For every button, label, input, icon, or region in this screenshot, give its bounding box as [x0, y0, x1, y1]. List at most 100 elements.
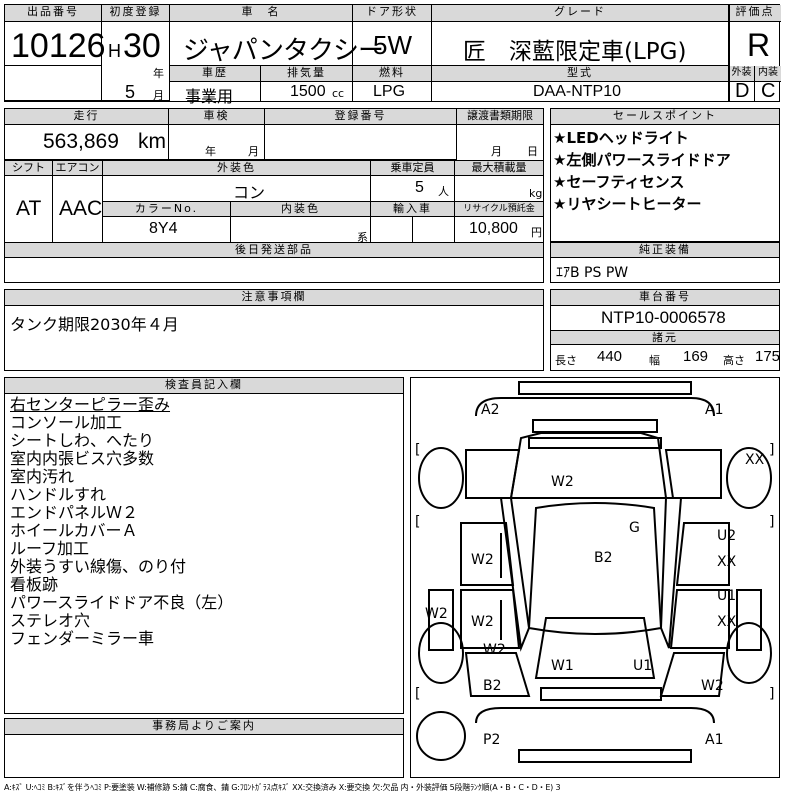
displacement-cell — [261, 82, 353, 101]
transfer-day-unit: 日 — [527, 145, 538, 158]
mark-left-rear-fender: W2 — [483, 642, 506, 658]
door-label: ドア形状 — [353, 5, 432, 22]
mark-right-rear-door-x: XX — [717, 614, 737, 630]
load-unit: kg — [529, 187, 543, 200]
bracket-right-top: ] — [769, 442, 774, 458]
left-front-door-shape — [460, 522, 515, 586]
mark-hood: W2 — [551, 474, 574, 490]
capacity-unit: 人 — [438, 185, 449, 198]
rear-lamp-bar-shape — [540, 687, 662, 701]
recycle: 10,800 — [469, 220, 518, 237]
right-pillar-shape — [659, 497, 683, 649]
exterior-color-cell — [103, 176, 371, 202]
load-cell — [455, 176, 543, 202]
mileage-cell — [5, 125, 169, 160]
exterior-color-label: 外装色 — [103, 161, 371, 176]
height: 175 — [755, 348, 781, 365]
mileage-label: 走行 — [5, 109, 169, 125]
mark-rear-right: A1 — [705, 732, 723, 748]
reg-month: 5 — [125, 82, 136, 102]
door-type: 5W — [373, 30, 412, 60]
shift-cell — [5, 176, 53, 243]
car-name-cell — [170, 22, 353, 66]
bracket-left-mid: [ — [415, 514, 420, 530]
car-name-label: 車 名 — [170, 5, 353, 22]
grade: 匠 深藍限定車(LPG) — [463, 39, 687, 65]
ac-label: エアコン — [53, 161, 103, 176]
front-bumper-shape — [475, 397, 715, 417]
load-label: 最大積載量 — [455, 161, 543, 176]
capacity-label: 乗車定員 — [371, 161, 455, 176]
lot-blank — [5, 66, 102, 101]
year-unit: 年 — [153, 67, 164, 80]
inspector-note: フェンダーミラー車 — [10, 629, 155, 648]
sales-points-section: セールスポイント ★LEDヘッドライト ★左側パワースライドドア ★セーフティセ… — [550, 108, 780, 242]
header-section: 出品番号 10126 初度登録 H 30 年 5 月 車 名 ジャパンタクシー … — [4, 4, 781, 106]
inspector-section: 検査員記入欄 右センターピラー歪み コンソール加工 シートしわ、へたり 室内内張… — [4, 377, 404, 714]
bracket-right-mid: ] — [769, 514, 774, 530]
bracket-right-bottom: ] — [769, 686, 774, 702]
lot-cell — [5, 22, 102, 66]
right-sill-shape — [736, 589, 762, 651]
capacity: 5 — [415, 179, 424, 196]
history: 事業用 — [185, 87, 234, 106]
rear-hatch-shape — [534, 617, 656, 679]
inspection-year-unit: 年 — [205, 145, 216, 158]
office-label: 事務局よりご案内 — [5, 719, 403, 735]
width: 169 — [683, 348, 709, 365]
era-letter: H — [108, 41, 121, 61]
recycle-unit: 円 — [531, 226, 542, 239]
left-rear-door-shape — [460, 589, 521, 649]
mark-right-front-door-x: XX — [717, 554, 737, 570]
recycle-cell — [455, 217, 543, 243]
mark-right-front-fender: XX — [745, 452, 765, 468]
dims-label: 諸元 — [551, 330, 779, 345]
right-rear-door-shape — [669, 589, 730, 649]
notes-label: 注意事項欄 — [5, 290, 543, 306]
ac: AAC — [59, 197, 103, 220]
left-front-wheel-shape — [418, 447, 464, 509]
mark-right-rear-quarter: W2 — [701, 678, 724, 694]
mark-right-front-door-u: U2 — [717, 528, 736, 544]
left-front-fender-shape — [465, 449, 521, 499]
length-label: 長さ — [555, 354, 577, 367]
mark-front-left: A2 — [481, 402, 499, 418]
mileage-unit: km — [138, 130, 166, 153]
first-reg-label: 初度登録 — [102, 5, 170, 22]
vehicle-info-section: 走行 563,869 km 車検 年 月 登録番号 譲渡書類期限 月 日 シフト… — [4, 108, 544, 283]
mark-left-sill: W2 — [425, 606, 448, 622]
lot-label: 出品番号 — [5, 5, 102, 22]
capacity-cell — [371, 176, 455, 202]
displacement-unit: cc — [332, 87, 345, 100]
height-label: 高さ — [723, 354, 745, 367]
sales-point-item: ★左側パワースライドドア — [553, 151, 731, 169]
mileage: 563,869 — [43, 130, 119, 153]
right-front-fender-shape — [664, 449, 722, 499]
mark-right-rear-door-u: U1 — [717, 588, 736, 604]
fuel-cell — [353, 82, 432, 101]
car-name: ジャパンタクシー — [183, 36, 384, 66]
bracket-left-top: [ — [415, 442, 420, 458]
history-cell — [170, 82, 261, 101]
import-label: 輸入車 — [371, 202, 455, 217]
notes-text: タンク期限2030年４月 — [10, 315, 179, 334]
model-cell — [432, 82, 729, 101]
windshield-top-shape — [532, 419, 658, 433]
equipment-section: 純正装備 ｴｱB PS PW — [550, 242, 780, 283]
mark-front-right: A1 — [705, 402, 723, 418]
displacement-label: 排気量 — [261, 66, 353, 82]
sales-point-item: ★セーフティセンス — [553, 173, 685, 191]
model: DAA-NTP10 — [533, 83, 622, 100]
inspector-note: 看板跡 — [10, 575, 59, 594]
rear-bumper-shape — [475, 707, 715, 724]
spare-tire-shape — [416, 711, 466, 761]
door-cell — [353, 22, 432, 66]
exterior-grade: D — [735, 80, 750, 102]
inspector-notes-list: 右センターピラー歪み コンソール加工 シートしわ、へたり 室内内張ビス穴多数 室… — [10, 396, 233, 648]
mark-left-front-door: W2 — [471, 552, 494, 568]
equipment-label: 純正装備 — [551, 243, 779, 258]
inspector-note: 外装うすい線傷、のり付 — [10, 557, 187, 576]
score-label: 評価点 — [729, 5, 781, 22]
fuel-label: 燃料 — [353, 66, 432, 82]
inspector-note: コンソール加工 — [10, 413, 123, 432]
